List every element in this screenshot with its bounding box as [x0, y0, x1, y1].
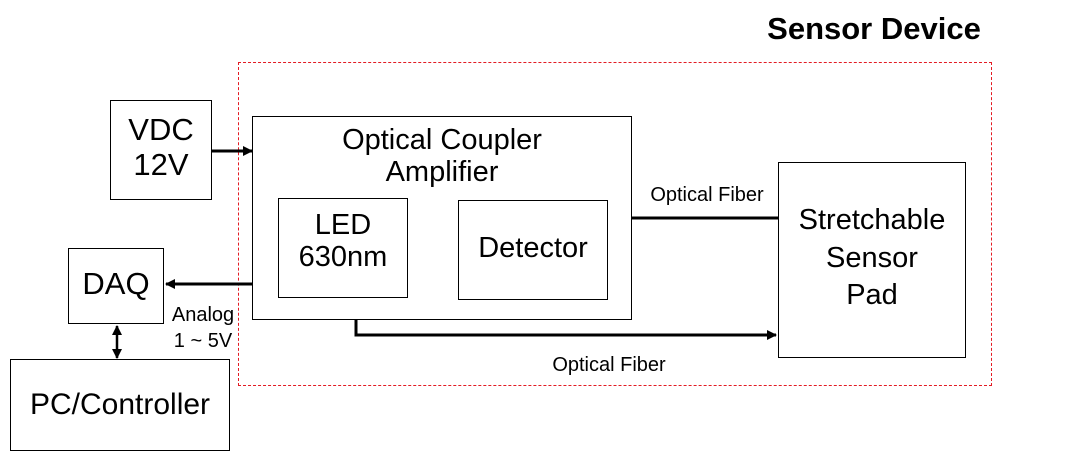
detector-block	[458, 200, 608, 300]
vdc-label-line2: 12V	[133, 146, 189, 182]
optical-fiber-top-label: Optical Fiber	[650, 184, 764, 206]
led-label-line1: LED	[314, 209, 372, 241]
sensor-pad-label-line2: Sensor	[826, 241, 918, 274]
sensor-pad-label-line3: Pad	[846, 279, 898, 312]
led-label: LED 630nm	[278, 209, 408, 274]
analog-label-line1: Analog	[171, 304, 235, 326]
coupler-label-line1: Optical Coupler	[342, 124, 542, 156]
analog-signal-label: Analog 1 ~ 5V	[164, 302, 242, 354]
led-block	[278, 198, 408, 298]
pc-controller-block	[10, 359, 230, 451]
coupler-label-line2: Amplifier	[385, 156, 499, 189]
sensor-device-boundary	[238, 62, 992, 386]
pc-controller-label: PC/Controller	[29, 388, 211, 421]
optical-fiber-bottom-label: Optical Fiber	[552, 354, 666, 376]
sensor-device-title: Sensor Device	[767, 11, 981, 46]
stretchable-sensor-pad-block	[778, 162, 966, 358]
daq-label: DAQ	[82, 266, 150, 301]
led-label-line2: 630nm	[298, 241, 388, 274]
daq-block	[68, 248, 164, 324]
optical-coupler-amplifier-label: Optical Coupler Amplifier	[252, 124, 632, 189]
sensor-pad-label-line1: Stretchable	[798, 204, 946, 236]
vdc-block	[110, 100, 212, 200]
vdc-label: VDC 12V	[110, 112, 212, 182]
sensor-pad-label: Stretchable Sensor Pad	[778, 202, 966, 315]
vdc-label-line1: VDC	[128, 112, 194, 147]
analog-label-line2: 1 ~ 5V	[173, 330, 233, 352]
detector-label: Detector	[478, 232, 588, 264]
